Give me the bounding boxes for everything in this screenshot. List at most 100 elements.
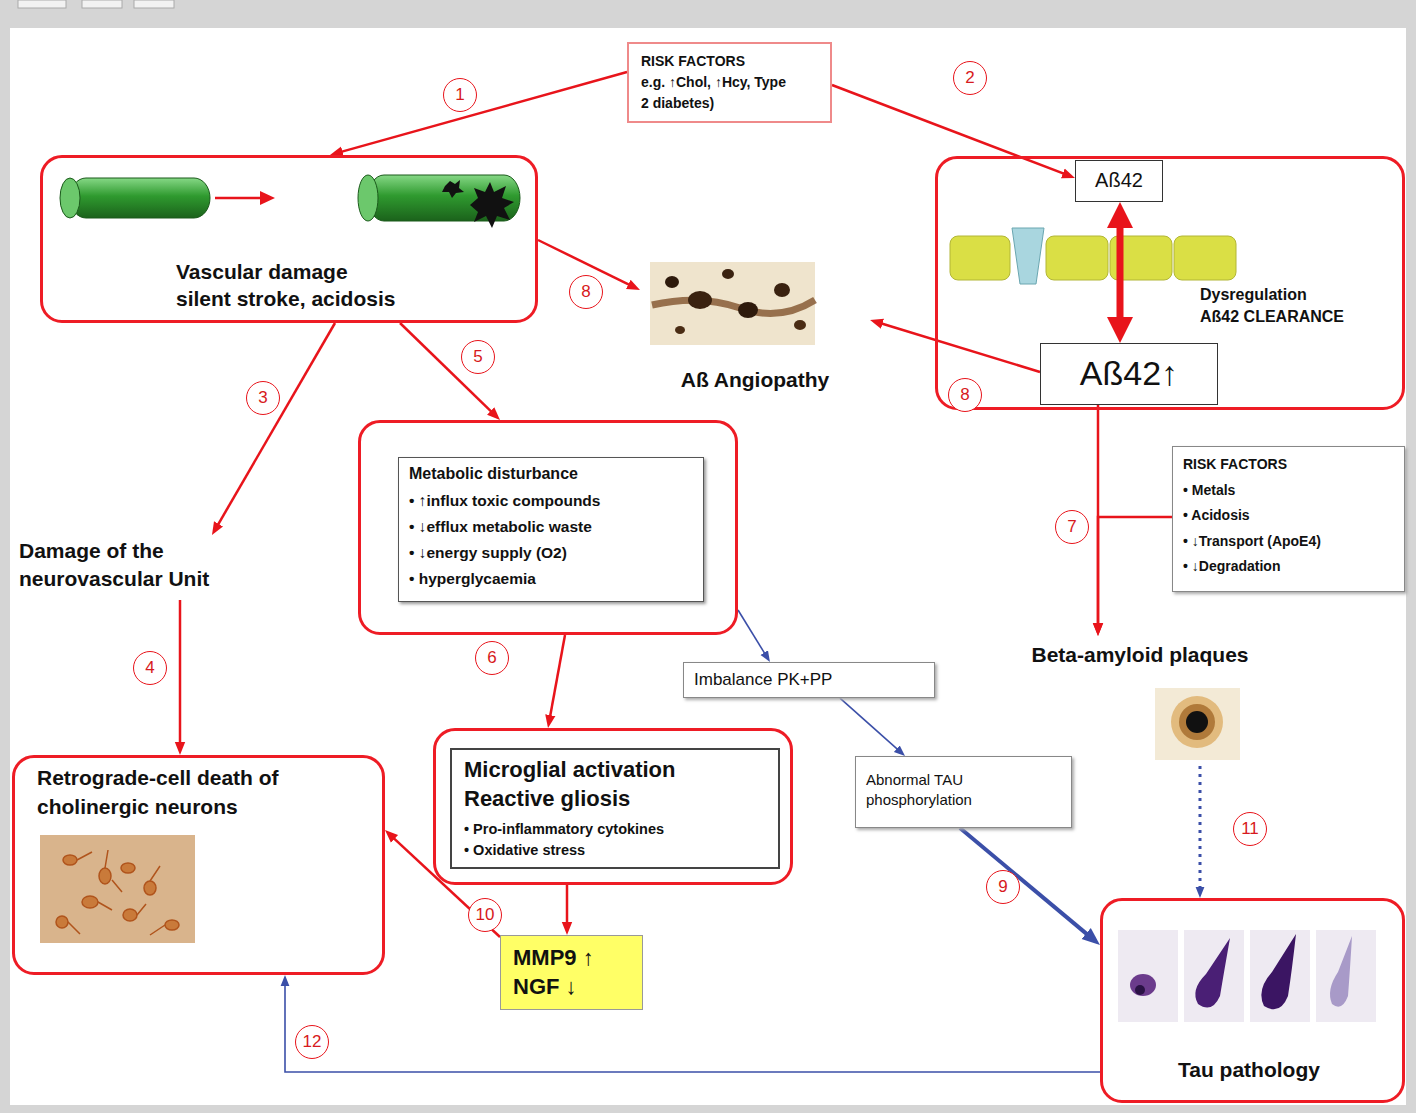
node-text: Reactive gliosis xyxy=(464,785,766,814)
stain-spot xyxy=(675,326,685,334)
arrow-connector xyxy=(400,323,494,415)
node-text: • Pro-inflammatory cytokines xyxy=(464,819,766,840)
neurovascular-damage-label: Damage of the neurovascular Unit xyxy=(15,535,240,600)
node-text: • hyperglycaemia xyxy=(409,569,693,589)
callout-number: 8 xyxy=(948,378,982,412)
tau-panel xyxy=(1250,930,1310,1022)
cholinergic-death-region: Retrograde-cell death of cholinergic neu… xyxy=(12,755,385,975)
inner-box: Metabolic disturbance• ↑influx toxic com… xyxy=(398,457,704,602)
node-text: • ↓Transport (ApoE4) xyxy=(1183,532,1394,552)
arrow-connector xyxy=(566,885,569,927)
arrow-connector xyxy=(285,982,1100,1072)
stain-spot xyxy=(794,320,806,330)
abeta-high-box: Aß42↑ xyxy=(1040,343,1218,405)
node-title: Abnormal TAU phosphorylation xyxy=(866,770,1061,811)
risk-factor-box: RISK FACTORS• Metals• Acidosis• ↓Transpo… xyxy=(1172,446,1405,592)
callout-number: 1 xyxy=(443,78,477,112)
arrow-connector xyxy=(1117,218,1124,328)
callout-number: 7 xyxy=(1055,510,1089,544)
node-title: Aß42↑ xyxy=(1041,353,1217,394)
arrow-connector xyxy=(840,698,900,752)
vessel-lesion xyxy=(470,182,514,228)
arrow-connector xyxy=(216,323,335,528)
page-ground xyxy=(10,28,1406,1105)
node-title: Retrograde-cell death of cholinergic neu… xyxy=(37,763,377,822)
membrane-segment xyxy=(1046,236,1108,280)
node-text: • ↓energy supply (O2) xyxy=(409,543,693,563)
arrow-connector xyxy=(878,322,1041,372)
vessel-opening xyxy=(358,175,378,221)
neuron-micrograph xyxy=(40,835,195,943)
callout-number: 8 xyxy=(569,275,603,309)
angiopathy-micrograph xyxy=(650,262,815,345)
callout-number: 9 xyxy=(986,870,1020,904)
plaque-micrograph xyxy=(1155,688,1240,760)
arrow-connector xyxy=(338,72,628,153)
node-title: RISK FACTORS xyxy=(1183,455,1394,475)
abeta-clearance-region: Dysregulation Aß42 CLEARANCEAß42Aß42↑ xyxy=(935,156,1405,410)
callout-number: 3 xyxy=(246,381,280,415)
stain-spot xyxy=(688,291,712,309)
node-text: • ↓Degradation xyxy=(1183,557,1394,577)
neuron-processes xyxy=(68,850,165,935)
arrow-connector xyxy=(1199,766,1202,891)
callout-number: 10 xyxy=(468,898,502,932)
neuron-cell xyxy=(82,896,98,908)
neuron-cell xyxy=(123,909,137,921)
tab xyxy=(82,0,122,8)
tau-region: Tau pathology xyxy=(1100,898,1405,1103)
arrow-connector xyxy=(832,85,1068,175)
neuron-cell xyxy=(165,920,179,930)
vessel-lesion xyxy=(442,180,464,198)
abeta-box: Aß42 xyxy=(1075,160,1163,202)
process-box: Imbalance PK+PP xyxy=(683,662,935,698)
callout-number: 4 xyxy=(133,651,167,685)
plaque-figure: Beta-amyloid plaques xyxy=(1015,636,1265,766)
vascular-damage-region: Vascular damage silent stroke, acidosis xyxy=(40,155,538,323)
arrow-connector xyxy=(549,635,565,720)
arrow-connector xyxy=(738,610,767,656)
neuron-cell xyxy=(63,855,77,865)
tangle xyxy=(1261,934,1296,1009)
transition-arrow xyxy=(215,197,262,200)
node-text: e.g. ↑Chol, ↑Hcy, Type 2 diabetes) xyxy=(641,72,791,114)
node-text: • ↑influx toxic compounds xyxy=(409,491,693,511)
node-title: Vascular damage silent stroke, acidosis xyxy=(176,258,402,313)
plaque-halo xyxy=(1171,696,1223,748)
node-title: Tau pathology xyxy=(1178,1056,1402,1083)
plaque-ring xyxy=(1179,704,1215,740)
angiopathy-figure: Aß Angiopathy xyxy=(640,258,870,400)
tangle xyxy=(1195,938,1230,1008)
neuron-cell xyxy=(121,863,135,873)
node-title: Damage of the neurovascular Unit xyxy=(19,537,234,594)
callout-number: 5 xyxy=(461,340,495,374)
callout-number: 2 xyxy=(953,61,987,95)
tau-panel xyxy=(1184,930,1244,1022)
node-text: • Oxidative stress xyxy=(464,840,766,861)
arrow-connector xyxy=(1098,517,1172,628)
metabolic-region: Metabolic disturbance• ↑influx toxic com… xyxy=(358,420,738,635)
membrane-segment xyxy=(1174,236,1236,280)
tangle-core xyxy=(1135,985,1145,995)
stain-spot xyxy=(774,283,790,297)
process-box: Abnormal TAU phosphorylation xyxy=(855,756,1072,828)
neuron-cell xyxy=(56,916,68,928)
node-text: • ↓efflux metabolic waste xyxy=(409,517,693,537)
node-title: Aß Angiopathy xyxy=(640,366,870,393)
neuron-cells xyxy=(56,850,179,935)
membrane-segment xyxy=(950,236,1010,280)
node-title: Microglial activation xyxy=(464,756,766,785)
node-title: RISK FACTORS xyxy=(641,51,818,72)
stain-spot xyxy=(665,276,679,288)
node-title: Aß42 xyxy=(1076,168,1162,192)
tab xyxy=(18,0,66,8)
node-title: MMP9 ↑ xyxy=(513,944,630,973)
transition-arrowhead xyxy=(260,191,275,205)
node-text: • Metals xyxy=(1183,481,1394,501)
arrow-connector xyxy=(179,600,182,747)
tab xyxy=(134,0,174,8)
callout-number: 11 xyxy=(1233,812,1267,846)
node-text: NGF ↓ xyxy=(513,973,630,1002)
